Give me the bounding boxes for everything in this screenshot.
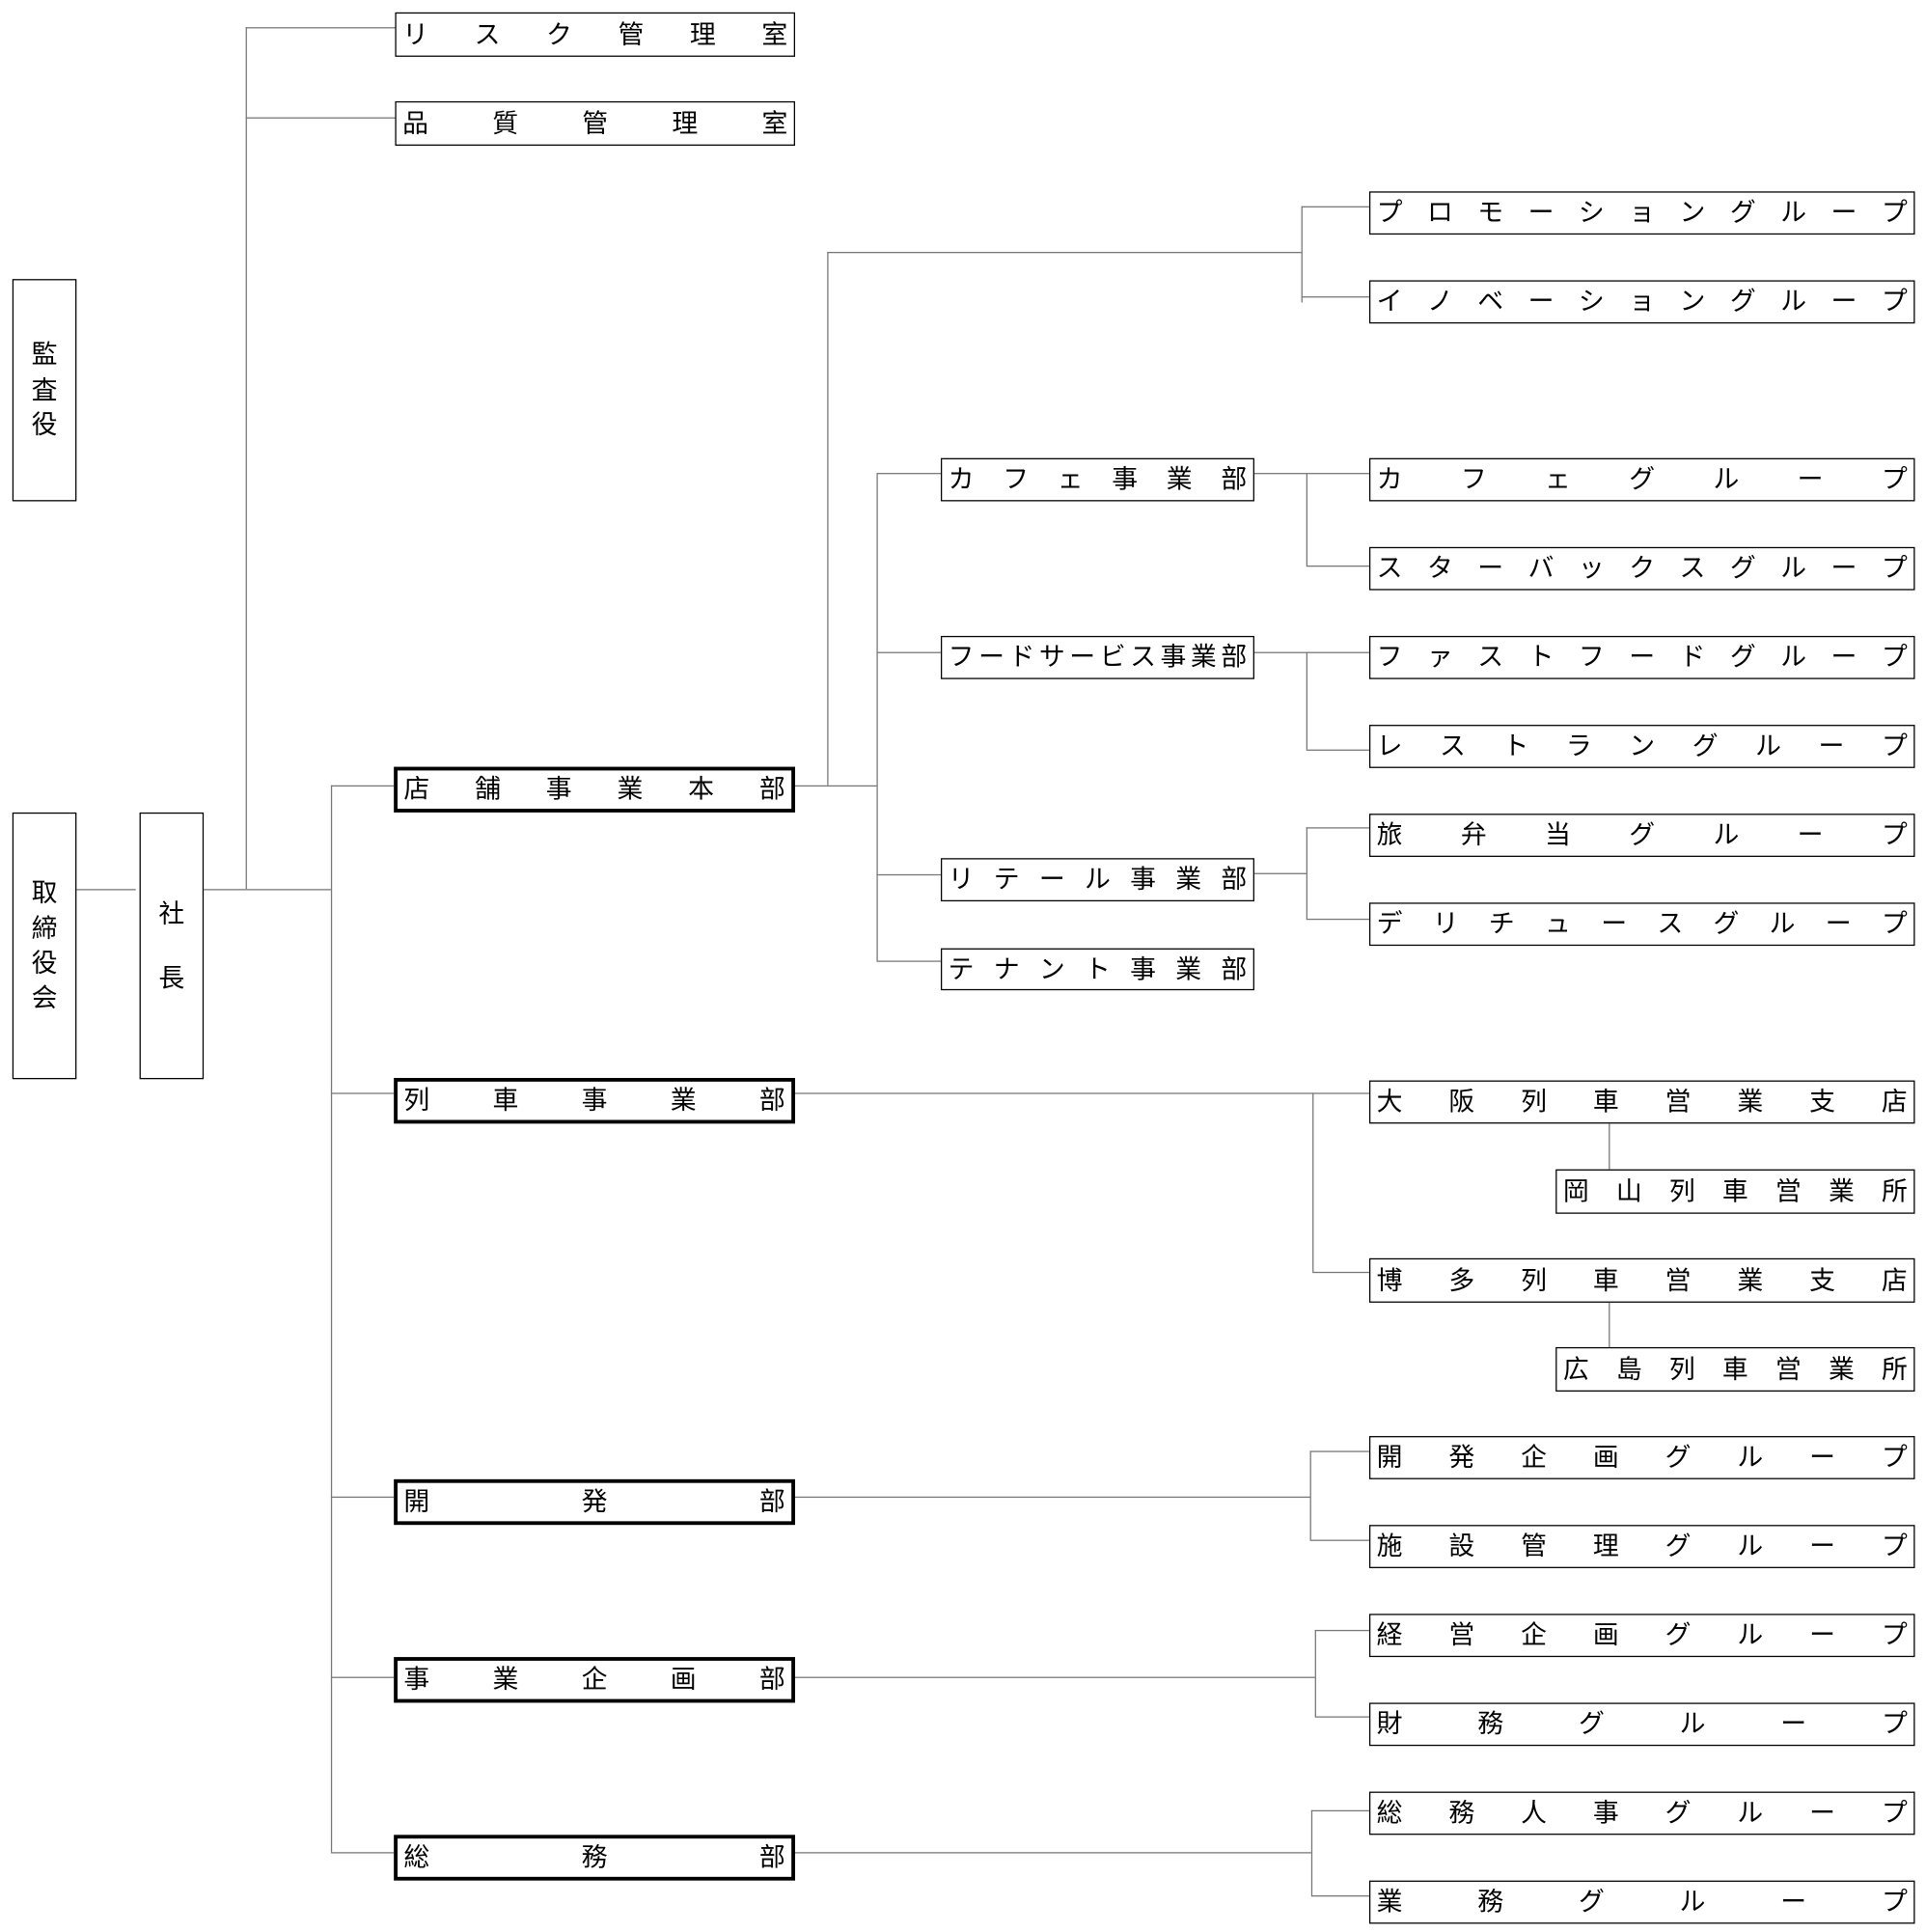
management-planning-group: 経営企画グループ bbox=[1368, 1614, 1915, 1658]
connector bbox=[1312, 1271, 1369, 1274]
connector bbox=[1301, 296, 1369, 298]
operations-group: 業務グループ bbox=[1368, 1880, 1915, 1924]
board-of-directors-box: 取締役会 bbox=[12, 812, 77, 1080]
delichus-group: デリチュースグループ bbox=[1368, 902, 1915, 947]
connector bbox=[204, 889, 331, 891]
hiroshima-train-office: 広島列車営業所 bbox=[1555, 1346, 1915, 1392]
connector bbox=[1253, 872, 1307, 874]
connector bbox=[330, 785, 395, 787]
connector bbox=[876, 873, 941, 876]
finance-group: 財務グループ bbox=[1368, 1702, 1915, 1747]
development-dept: 開発部 bbox=[394, 1478, 795, 1526]
connector bbox=[1306, 827, 1369, 829]
connector bbox=[1309, 1450, 1369, 1452]
risk-management-office: リスク管理室 bbox=[395, 12, 795, 57]
connector bbox=[876, 651, 941, 653]
connector bbox=[1609, 1123, 1610, 1170]
connector bbox=[1609, 1302, 1610, 1347]
connector bbox=[876, 473, 878, 961]
business-planning-dept: 事業企画部 bbox=[394, 1657, 795, 1703]
innovation-group: イノベーショングループ bbox=[1368, 280, 1915, 324]
connector bbox=[330, 1852, 395, 1854]
connector bbox=[330, 785, 333, 1853]
okayama-train-office: 岡山列車営業所 bbox=[1555, 1169, 1915, 1214]
store-business-hq: 店舗事業本部 bbox=[394, 766, 795, 813]
connector bbox=[794, 1852, 1311, 1854]
retail-division: リテール事業部 bbox=[940, 858, 1254, 902]
connector bbox=[794, 1676, 1315, 1678]
hr-group: 総務人事グループ bbox=[1368, 1791, 1915, 1835]
connector bbox=[1309, 1539, 1369, 1541]
connector bbox=[1310, 1895, 1369, 1897]
president-box: 社長 bbox=[139, 812, 205, 1080]
connector bbox=[245, 27, 396, 29]
connector bbox=[330, 1496, 395, 1499]
connector bbox=[1306, 749, 1369, 751]
connector bbox=[794, 1496, 1310, 1499]
connector bbox=[1253, 651, 1369, 653]
connector bbox=[1310, 1809, 1313, 1896]
starbucks-group: スターバックスグループ bbox=[1368, 546, 1915, 591]
facilities-management-group: 施設管理グループ bbox=[1368, 1525, 1915, 1568]
connector bbox=[1253, 473, 1369, 475]
hakata-train-branch: 博多列車営業支店 bbox=[1368, 1257, 1915, 1303]
foodservice-division: フードサービス事業部 bbox=[940, 635, 1254, 679]
connector bbox=[245, 117, 396, 119]
connector bbox=[794, 1092, 1369, 1094]
auditor-box: 監査役 bbox=[12, 279, 77, 502]
connector bbox=[876, 960, 941, 962]
connector bbox=[76, 889, 136, 891]
connector bbox=[1314, 1716, 1369, 1718]
connector bbox=[794, 785, 877, 787]
tenant-division: テナント事業部 bbox=[940, 948, 1254, 991]
general-affairs-dept: 総務部 bbox=[394, 1835, 795, 1881]
connector bbox=[827, 252, 1302, 254]
tabibento-group: 旅弁当グループ bbox=[1368, 814, 1915, 857]
connector bbox=[1301, 206, 1303, 303]
cafe-group: カフェグループ bbox=[1368, 457, 1915, 502]
connector bbox=[245, 27, 247, 890]
promotion-group: プロモーショングループ bbox=[1368, 191, 1915, 235]
fastfood-group: ファストフードグループ bbox=[1368, 635, 1915, 679]
restaurant-group: レストラングループ bbox=[1368, 725, 1915, 768]
connector bbox=[1309, 1450, 1311, 1540]
connector bbox=[1306, 918, 1369, 921]
connector bbox=[1310, 1809, 1369, 1812]
connector bbox=[827, 252, 829, 786]
connector bbox=[1312, 1092, 1314, 1272]
train-business-dept: 列車事業部 bbox=[394, 1078, 795, 1124]
cafe-division: カフェ事業部 bbox=[940, 457, 1254, 502]
connector bbox=[330, 1092, 395, 1094]
connector bbox=[1314, 1629, 1369, 1632]
connector bbox=[330, 1676, 395, 1678]
connector bbox=[876, 473, 941, 475]
connector bbox=[1314, 1629, 1316, 1717]
development-planning-group: 開発企画グループ bbox=[1368, 1436, 1915, 1479]
quality-management-office: 品質管理室 bbox=[395, 100, 795, 146]
osaka-train-branch: 大阪列車営業支店 bbox=[1368, 1080, 1915, 1124]
